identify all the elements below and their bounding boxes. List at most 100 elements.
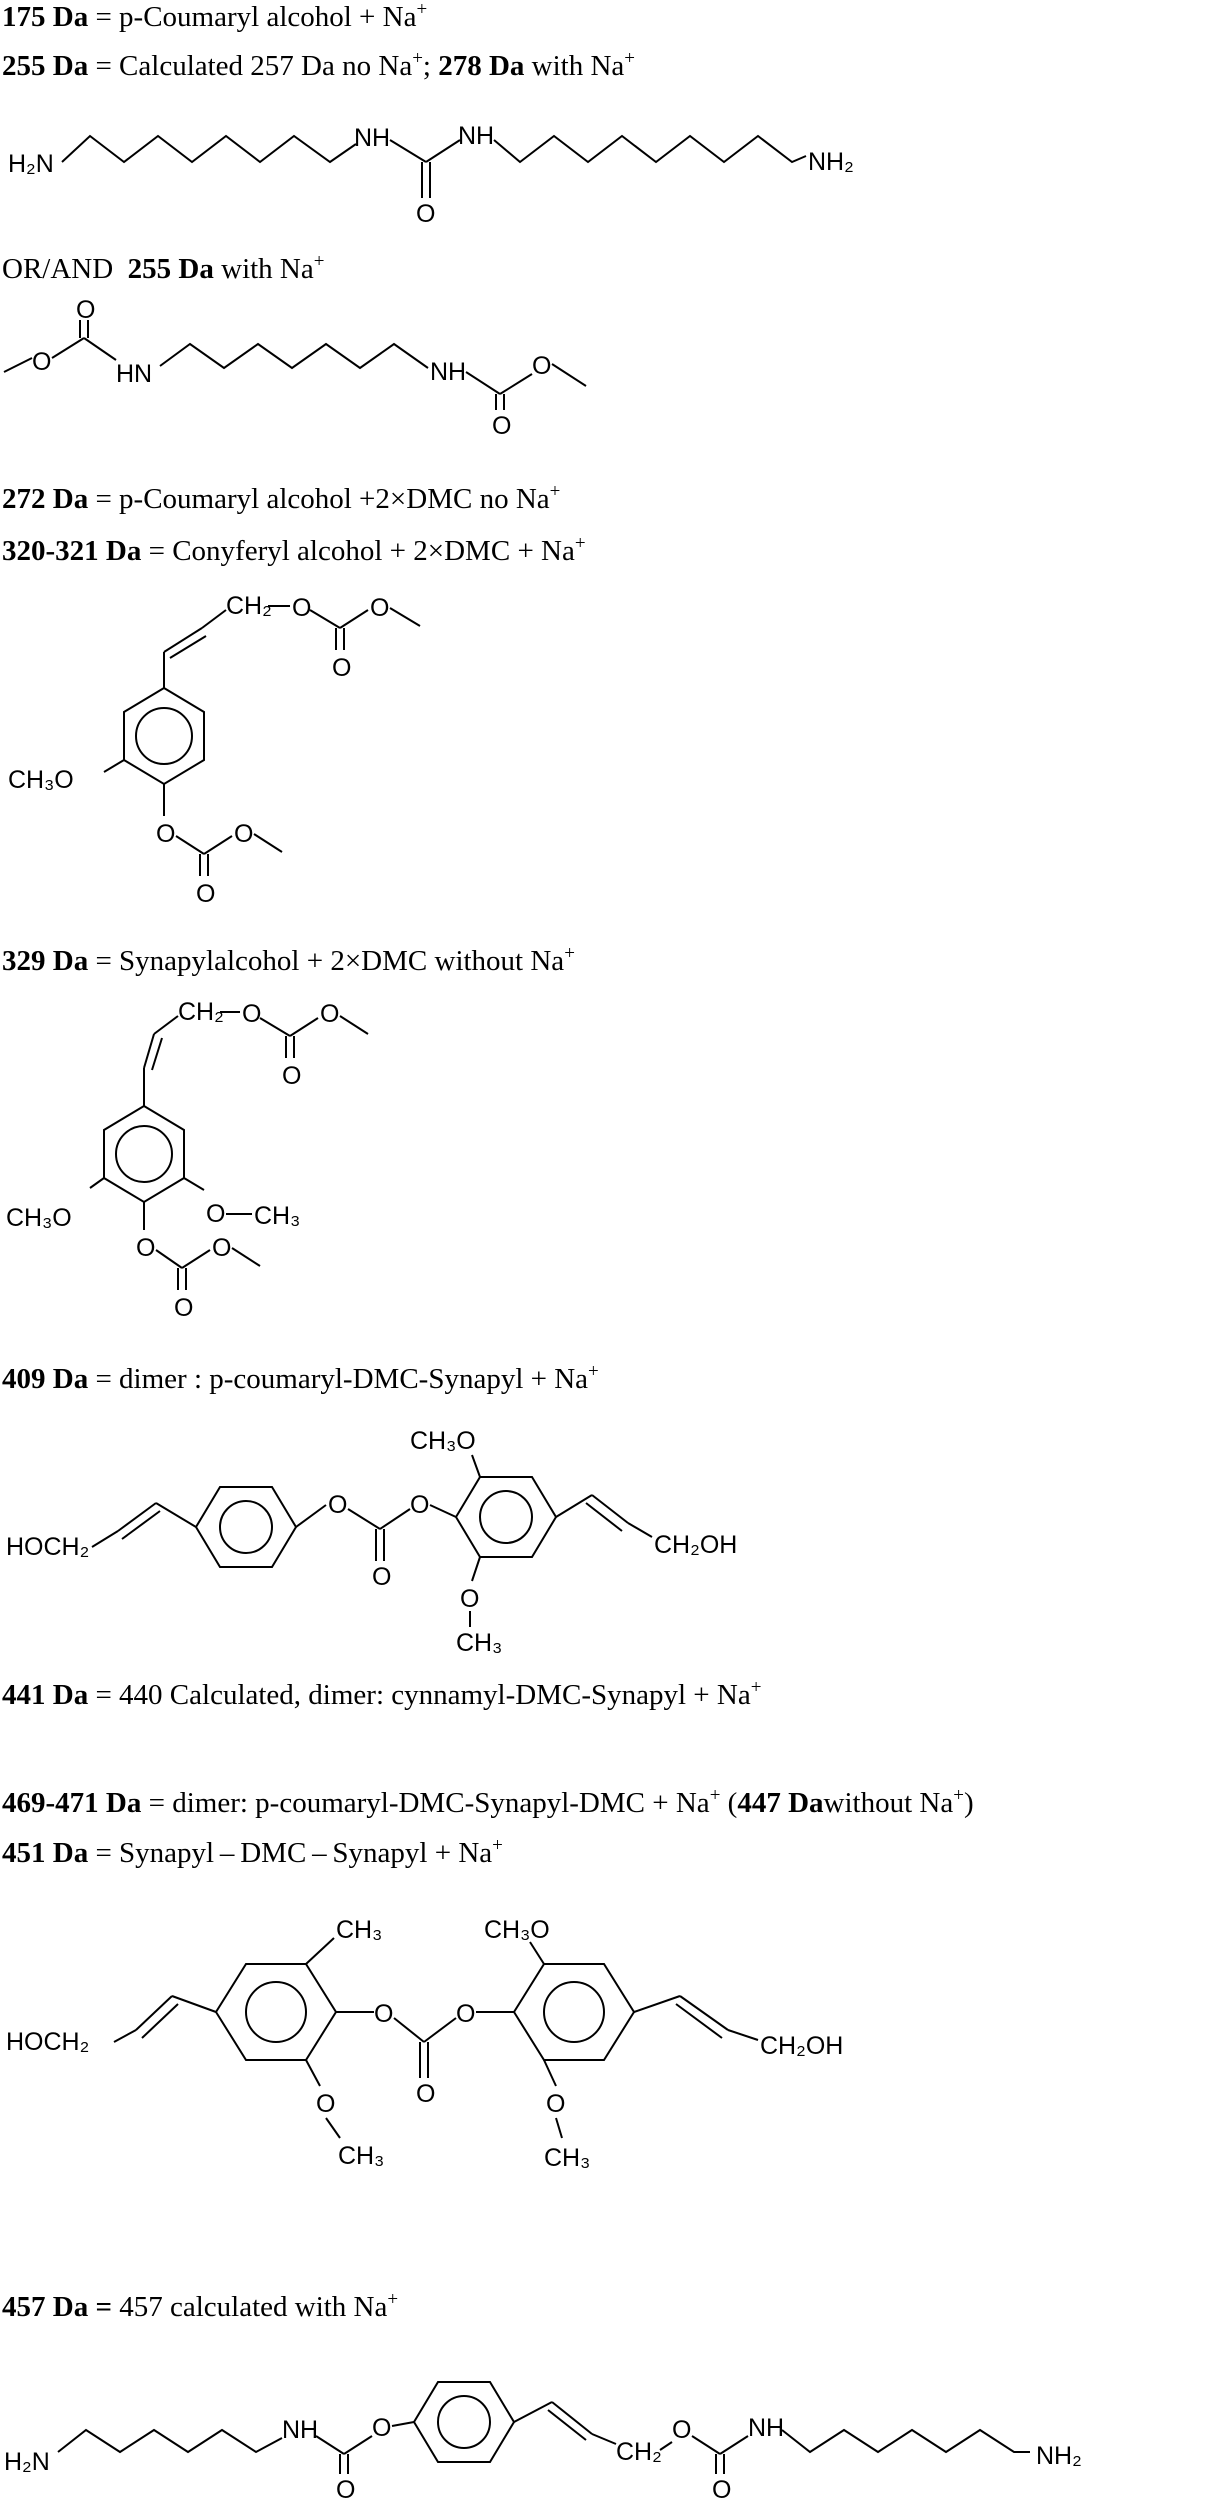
bond-vinyl-double-b [141,2003,179,2039]
atom-o-carbonyl-right: O [492,412,511,440]
atom-ch3o: CH₃O [484,1916,550,1944]
bond-c2-o [181,1249,211,1269]
bond-c-o2 [339,609,369,629]
bond-vinyl-ring [155,1502,197,1528]
bond-ch2-o [659,2441,673,2451]
atom-o-carbonyl: O [416,2080,435,2108]
bond-vinyl-double-b [547,2409,587,2441]
bond-o-c [393,2017,425,2043]
atom-o-methoxy: O [320,1000,339,1028]
charge: + [313,251,325,272]
bond-chain-left [57,2428,283,2454]
atom-hoch2: HOCH₂ [6,1533,89,1561]
bond-ring1-o [295,1504,327,1528]
entry-255: 255 Da = Calculated 257 Da no Na+; 278 D… [2,49,635,83]
entry-451: 451 Da = Synapyl – DMC – Synapyl + Na+ [2,1836,503,1870]
benzene-ring-circle [135,707,193,765]
atom-h2n: H₂N [4,2448,50,2476]
atom-ch3-right: CH₃ [254,1202,300,1230]
prefix: OR/AND [2,253,128,285]
atom-o-methoxy-2: O [234,820,253,848]
bond-o-c-right [691,2435,721,2455]
bond-ch2-vinyl [153,1015,179,1035]
atom-o-carbonyl-right: O [712,2476,731,2502]
bond-ring-o-right [183,1177,205,1191]
atom-o-left: O [374,2000,393,2028]
atom-o-left: O [372,2414,391,2442]
description: = dimer : p-coumaryl-DMC-Synapyl + Na [88,1363,589,1395]
bond-vinyl-double-b [169,635,207,659]
description: = 440 Calculated, dimer: cynnamyl-DMC-Sy… [88,1679,751,1711]
charge: + [416,0,428,20]
entry-457: 457 Da = 457 calculated with Na+ [2,2290,398,2324]
benzene-ring-1 [215,1963,338,2061]
description: = p-Coumaryl alcohol + Na [88,1,417,33]
atom-ch3-top-left: CH₃ [336,1916,382,1944]
bond-vinyl-ch2 [591,2433,617,2445]
atom-ch3-bottom-left: CH₃ [338,2142,384,2170]
atom-ch3o: CH₃O [8,766,74,794]
mass-label: 272 Da [2,483,89,515]
benzene-ring-circle [115,1125,173,1183]
entry-272: 272 Da = p-Coumaryl alcohol +2×DMC no Na… [2,482,560,516]
mass-label: 320-321 Da [2,535,142,567]
atom-o-carbonyl-left: O [76,296,95,324]
bond-o-c2 [175,835,205,855]
mass-label: 441 Da [2,1679,89,1711]
bond-vinyl2-ch2oh [627,1522,653,1538]
benzene-ring [413,2381,516,2463]
entry-409: 409 Da = dimer : p-coumaryl-DMC-Synapyl … [2,1362,599,1396]
structure-hexyl-urea: H₂N NH O NH NH₂ [8,122,854,228]
bond-vinyl2-double-a [679,1995,729,2031]
bond-vinyl2-double-b [585,1502,623,1532]
atom-o-bottom: O [460,1585,479,1613]
bond-o-methyl-2 [253,833,283,853]
mass-label-2: 447 Da [737,1787,824,1819]
structure-coniferyl-dmc: CH₂ O O O CH₃O O O O [8,592,421,908]
atom-o-left: O [328,1491,347,1519]
mass-label: 329 Da [2,945,89,977]
charge: + [412,48,423,69]
bond-n-c-left [315,2435,345,2455]
atom-ch2oh: CH₂OH [654,1531,737,1559]
description-2: without Na [823,1787,954,1819]
bond-o-ring2 [429,1504,457,1518]
bond-ring2-ch3o [471,1454,481,1478]
description: with Na [213,253,314,285]
bond-chain-left [61,134,357,164]
atom-o-carbonyl-left: O [336,2476,355,2502]
charge-2: + [953,1785,964,1806]
bond-o-ring [391,2421,415,2427]
atom-ch2: CH₂ [616,2438,662,2466]
bond-c-n-left [83,337,117,361]
bond-ring1-o-bottom [305,2059,321,2087]
atom-o-carbonyl: O [372,1563,391,1591]
bond-ch2-vinyl [201,609,227,629]
description: = p-Coumaryl alcohol +2×DMC no Na [88,483,550,515]
atom-o-methoxy: O [370,594,389,622]
bond-vinyl-double-a [135,1995,173,2031]
bond-vinyl2-ch2oh [727,2029,759,2041]
atom-hoch2: HOCH₂ [6,2028,89,2056]
entry-175: 175 Da = p-Coumaryl alcohol + Na+ [2,0,427,34]
benzene-ring-circle [437,2395,491,2449]
bond-chain-right [493,134,807,164]
atom-ch2: CH₂ [226,592,272,620]
bond-o-ch3-bottom-left [325,2117,341,2139]
bond-vinyl-double-a [117,1502,157,1532]
structure-bis-carbamate-coumaryl: H₂N NH O O CH₂ O O NH NH₂ [4,2381,1082,2502]
benzene-ring-1 [195,1486,298,1568]
atom-o-carbonyl: O [332,654,351,682]
bond-o-methyl-right [551,363,587,387]
bond-o-c-left [51,337,85,359]
bond-n-c [389,139,427,163]
atom-o-carbonyl-2: O [196,880,215,908]
bond-hoch2-c [113,2029,137,2043]
paren-close: ) [963,1787,974,1819]
atom-o-carbonyl: O [282,1062,301,1090]
atom-ch3o: CH₃O [410,1427,476,1455]
atom-o-ester: O [292,594,311,622]
description: 457 calculated with Na [111,2291,388,2323]
mass-label: 255 Da [127,253,214,285]
bond-chain [159,342,429,370]
